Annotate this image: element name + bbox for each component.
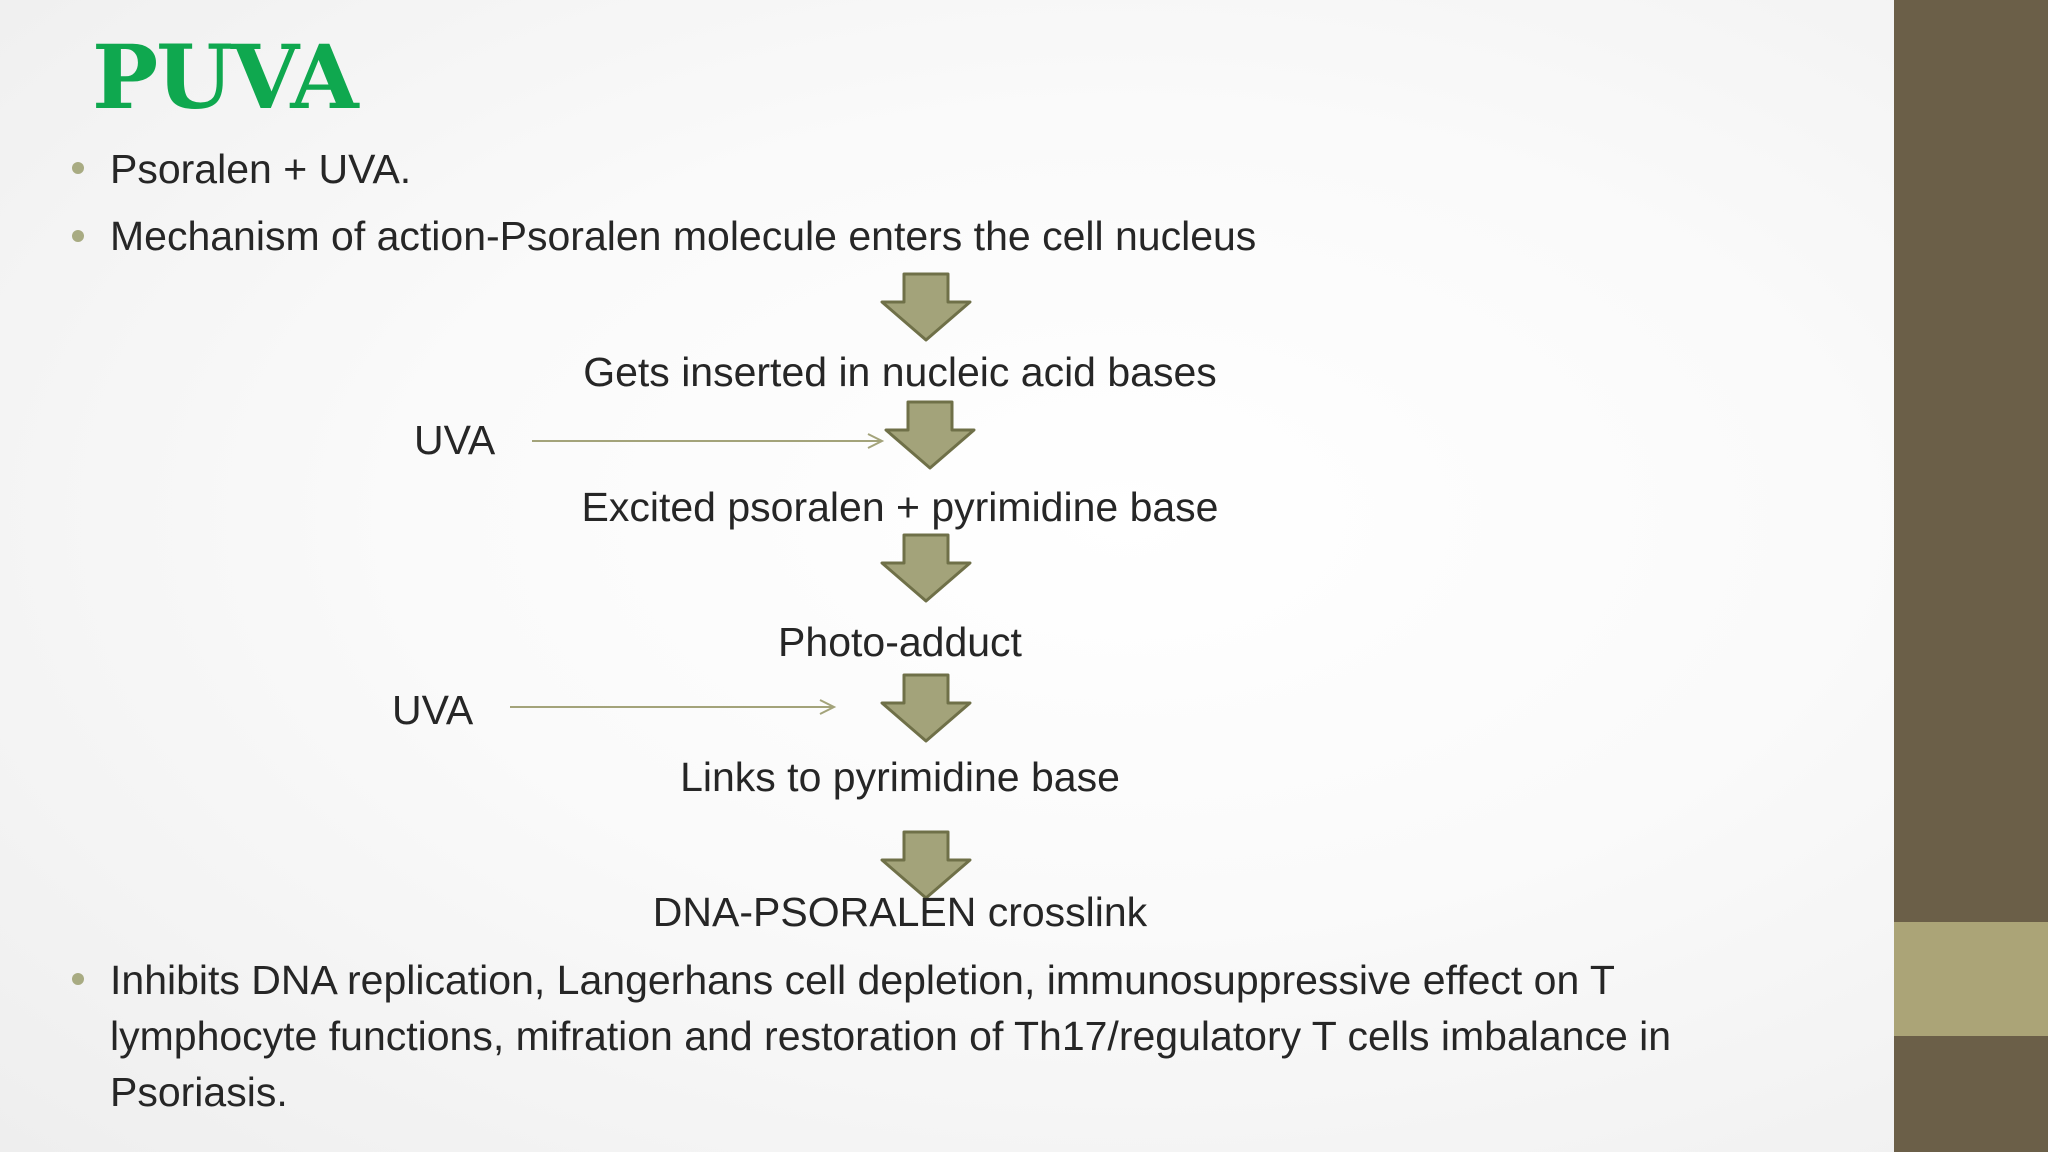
flow-step-links: Links to pyrimidine base (680, 754, 1120, 800)
uva-label: UVA (414, 417, 496, 463)
down-arrow-icon (880, 673, 972, 743)
bullet-mechanism: Mechanism of action-Psoralen molecule en… (110, 213, 1257, 259)
bullet-dot (72, 162, 84, 174)
bullet-dot (72, 230, 84, 242)
flow-step-excited: Excited psoralen + pyrimidine base (581, 484, 1219, 530)
down-arrow-icon (880, 830, 972, 900)
uva-label: UVA (392, 687, 474, 733)
down-arrow-icon (884, 400, 976, 470)
right-arrow-icon (510, 699, 837, 715)
flow-step-photo-adduct: Photo-adduct (778, 619, 1022, 665)
right-arrow-icon (532, 433, 885, 449)
flow-step-inserted: Gets inserted in nucleic acid bases (583, 349, 1217, 395)
down-arrow-icon (880, 533, 972, 603)
flow-step-crosslink: DNA-PSORALEN crosslink (652, 889, 1148, 935)
bullet-dot (72, 973, 84, 985)
bullet-effects: Inhibits DNA replication, Langerhans cel… (110, 957, 1672, 1115)
down-arrow-icon (880, 272, 972, 342)
slide-title: PUVA (92, 25, 359, 129)
sidebar-accent-block (1894, 922, 2048, 1036)
bullet-psoralen-uva: Psoralen + UVA. (110, 146, 412, 192)
